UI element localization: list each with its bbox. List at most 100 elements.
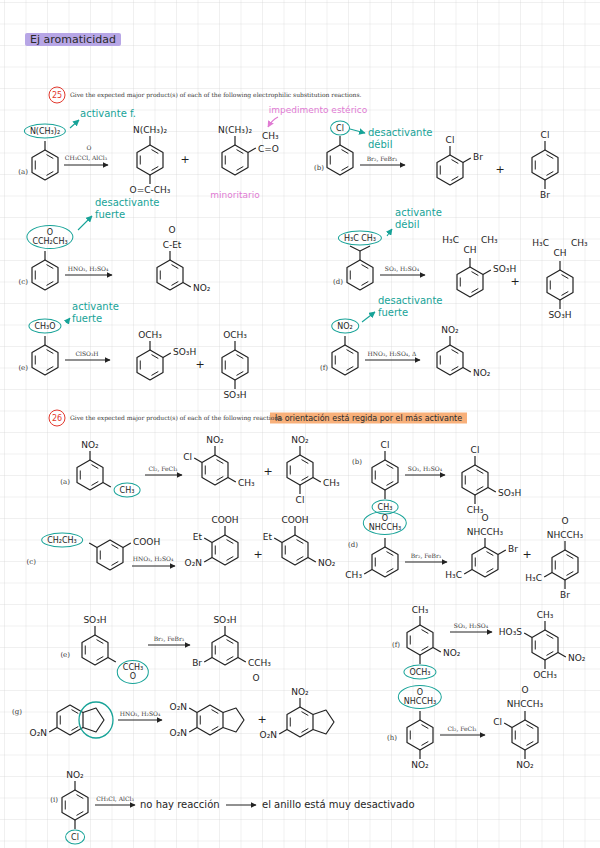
structure-label: NO₂: [206, 435, 223, 445]
structure-label: Cl: [493, 717, 502, 727]
benzene-ring: [313, 478, 321, 483]
reaction-arrow: [64, 165, 492, 805]
benzene-ring: [90, 451, 91, 460]
annotation-arrow: [66, 318, 70, 323]
node-text: H₃C CH₃: [344, 234, 376, 243]
benzene-ring: [150, 175, 151, 184]
benzene-ring: [45, 251, 46, 260]
benzene-ring: [372, 460, 398, 490]
benzene-ring: [385, 538, 386, 547]
node-text: CCH₂CH₃: [32, 237, 67, 246]
structure-label: CH₃: [571, 238, 588, 248]
structure-label: +: [180, 154, 189, 167]
isopropyl-bonds: [350, 246, 370, 251]
structure-label: Et: [193, 532, 202, 542]
benzene-ring: [525, 711, 526, 720]
structure-label: Br: [192, 658, 202, 668]
benzene-ring: [235, 341, 236, 350]
benzene-ring: [420, 655, 421, 664]
structure-label: no hay reacción: [140, 799, 220, 811]
printed-text: HNO₃, H₂SO₄: [133, 556, 174, 563]
node-text: O: [32, 228, 67, 237]
node-text: CH₃: [120, 486, 135, 495]
printed-text: HNO₃, H₂SO₄: [68, 266, 109, 273]
benzene-ring: [463, 368, 471, 373]
benzene-ring: [212, 535, 238, 565]
printed-text: HNO₃, H₂SO₄, Δ: [368, 351, 417, 358]
benzene-ring: [222, 350, 248, 380]
structure-label: NO₂: [441, 325, 458, 335]
structure-label: +: [510, 276, 519, 289]
benzene-ring: [433, 648, 441, 653]
structure-label: SO₃H: [223, 390, 246, 400]
benzene-ring: [223, 708, 244, 732]
benzene-ring: [560, 300, 561, 309]
node-text: CH₃O: [34, 322, 55, 331]
node-text: O: [369, 514, 401, 523]
structure-label: SO₃H: [213, 615, 236, 625]
benzene-ring: [364, 570, 372, 575]
benzene-ring: [32, 260, 58, 290]
reaction-arrow: [440, 735, 485, 736]
structure-label: +: [257, 714, 266, 727]
benzene-ring: [150, 341, 151, 350]
annotation-arrow: [362, 312, 375, 322]
benzene-ring: [420, 616, 421, 625]
structure-label: O: [252, 673, 259, 683]
benzene-ring: [475, 495, 476, 504]
structure-label: OCH₃: [533, 670, 557, 680]
node-text: Cl: [71, 833, 79, 842]
minor-note: minoritario: [210, 190, 259, 200]
printed-text: Cl₂, FeCl₃: [447, 726, 476, 733]
benzene-ring: [545, 141, 546, 150]
benzene-ring: [32, 136, 578, 829]
structure-label: Br: [540, 190, 550, 200]
benzene-ring: [235, 136, 236, 145]
benzene-ring: [525, 750, 526, 759]
benzene-ring: [215, 446, 216, 455]
benzene-ring: [565, 580, 566, 589]
exercise-number: 25: [49, 87, 66, 104]
benzene-ring: [82, 635, 108, 665]
printed-text: (e): [60, 651, 70, 659]
benzene-ring: [437, 155, 463, 185]
structure-label: CH: [463, 245, 476, 255]
structure-label: COOH: [281, 515, 308, 525]
benzene-ring: [89, 543, 97, 548]
benzene-ring: [295, 526, 296, 535]
structure-label: CH₃: [481, 235, 498, 245]
structure-label: H₃C: [445, 570, 462, 580]
structure-label: O=C-CH₃: [130, 185, 171, 195]
node-text: NHCCH₃: [404, 697, 436, 706]
benzene-ring: [279, 730, 287, 735]
structure-label: O: [561, 516, 568, 526]
reaction-arrow: [65, 360, 110, 361]
node-text: Ej aromaticidad: [30, 33, 116, 46]
printed-text: Br₂, FeBr₃: [411, 553, 442, 560]
structure-label: NO₂: [291, 435, 308, 445]
reaction-arrow: [405, 475, 445, 476]
reaction-arrow: [64, 165, 108, 166]
printed-text: (b): [314, 164, 324, 172]
printed-text: (a): [18, 168, 28, 176]
benzene-ring: [485, 538, 486, 547]
reaction-arrow: [380, 275, 425, 276]
printed-text: (e): [18, 364, 28, 372]
exercise-number: 26: [49, 410, 66, 427]
benzene-ring: [313, 710, 334, 734]
circled-group: Cl: [65, 830, 85, 845]
node-text: O: [404, 688, 436, 697]
structure-label: H₃C: [532, 238, 549, 248]
benzene-ring: [235, 380, 236, 389]
benzene-ring: [194, 458, 202, 463]
benzene-ring: [300, 485, 301, 494]
annotation-text: activante débil: [395, 207, 442, 230]
circled-group: CH₃: [114, 483, 141, 498]
benzene-ring: [212, 635, 238, 665]
printed-text: HNO₃, H₂SO₄: [120, 711, 161, 718]
node-text: O: [123, 672, 143, 681]
annotation-arrow: [387, 229, 392, 236]
benzene-ring: [385, 451, 386, 460]
structure-label: Cl: [471, 445, 480, 455]
